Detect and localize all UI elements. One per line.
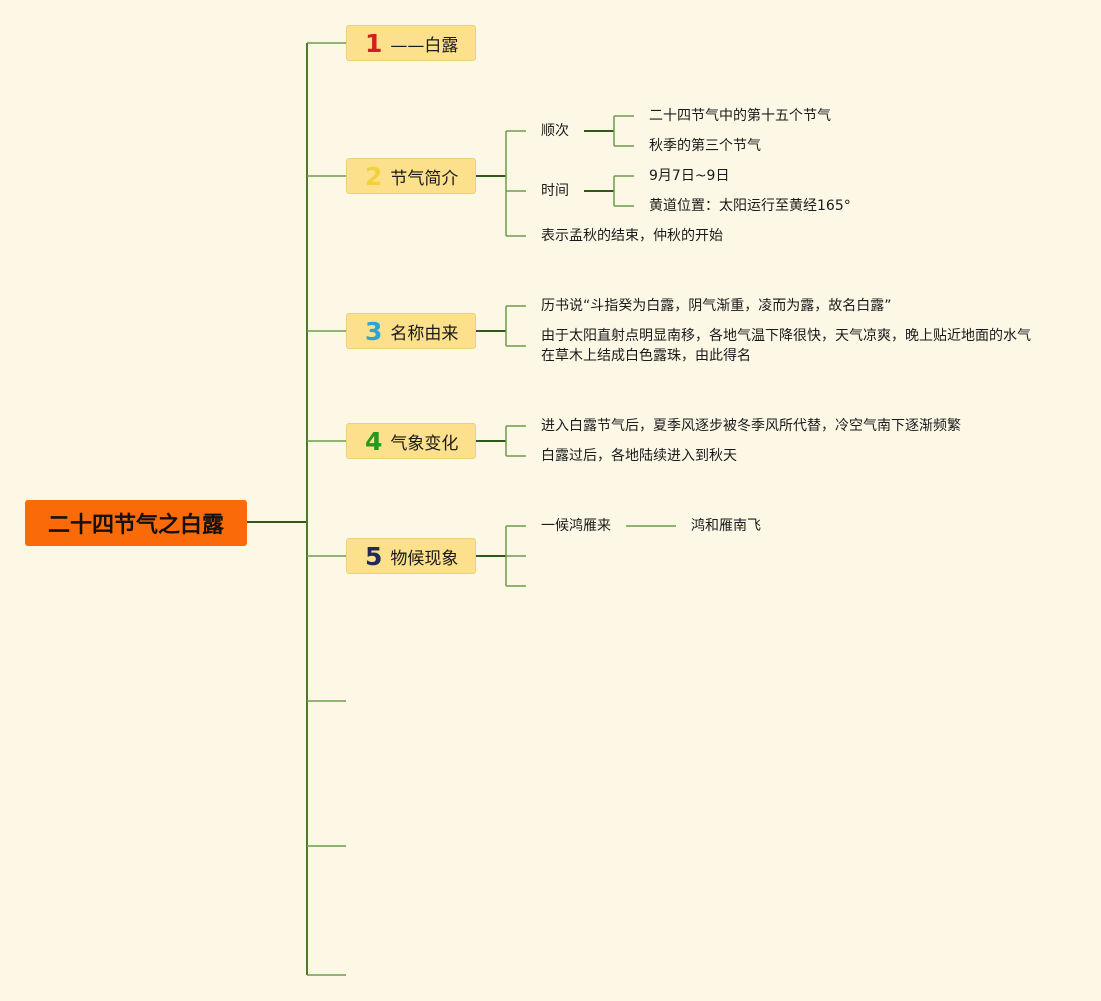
weather-item-2[interactable]: 白露过后，各地陆续进入到秋天 bbox=[541, 448, 737, 464]
weather-item-1[interactable]: 进入白露节气后，夏季风逐步被冬季风所代替，冷空气南下逐渐频繁 bbox=[541, 418, 961, 434]
branch-1-number: 1 bbox=[365, 28, 383, 58]
root-title: 二十四节气之白露 bbox=[47, 513, 224, 538]
branch-4-number: 4 bbox=[365, 426, 383, 456]
intro-order-item-2[interactable]: 秋季的第三个节气 bbox=[649, 138, 761, 154]
phenology-first-detail[interactable]: 鸿和雁南飞 bbox=[691, 518, 761, 534]
origin-item-2[interactable]: 由于太阳直射点明显南移，各地气温下降很快，天气凉爽，晚上贴近地面的水气 bbox=[541, 328, 1031, 344]
branch-1-label: ——白露 bbox=[390, 35, 459, 56]
branch-4-node[interactable]: 4 气象变化 bbox=[346, 423, 476, 459]
intro-time-item-2[interactable]: 黄道位置：太阳运行至黄经165° bbox=[649, 198, 851, 214]
origin-item-1[interactable]: 历书说“斗指癸为白露，阴气渐重，凌而为露，故名白露” bbox=[541, 298, 892, 314]
root-node[interactable]: 二十四节气之白露 bbox=[25, 500, 247, 546]
branch-2-number: 2 bbox=[365, 161, 383, 191]
branch-5-number: 5 bbox=[365, 541, 383, 571]
branch-2-label: 节气简介 bbox=[390, 168, 459, 189]
phenology-first-node[interactable]: 一候鸿雁来 bbox=[541, 518, 611, 534]
branch-3-label: 名称由来 bbox=[390, 323, 459, 344]
branch-2-node[interactable]: 2 节气简介 bbox=[346, 158, 476, 194]
branch-3-node[interactable]: 3 名称由来 bbox=[346, 313, 476, 349]
branch-3-number: 3 bbox=[365, 316, 383, 346]
branch-1-node[interactable]: 1 ——白露 bbox=[346, 25, 476, 61]
branch-5-node[interactable]: 5 物候现象 bbox=[346, 538, 476, 574]
branch-5-label: 物候现象 bbox=[390, 548, 459, 569]
intro-time-node[interactable]: 时间 bbox=[541, 183, 569, 199]
intro-time-item-1[interactable]: 9月7日~9日 bbox=[649, 168, 730, 184]
intro-meaning-node[interactable]: 表示孟秋的结束，仲秋的开始 bbox=[541, 228, 723, 244]
branch-4-label: 气象变化 bbox=[390, 433, 459, 454]
intro-order-node[interactable]: 顺次 bbox=[541, 123, 569, 139]
intro-order-item-1[interactable]: 二十四节气中的第十五个节气 bbox=[649, 108, 831, 124]
origin-item-2-cont: 在草木上结成白色露珠，由此得名 bbox=[541, 348, 751, 364]
